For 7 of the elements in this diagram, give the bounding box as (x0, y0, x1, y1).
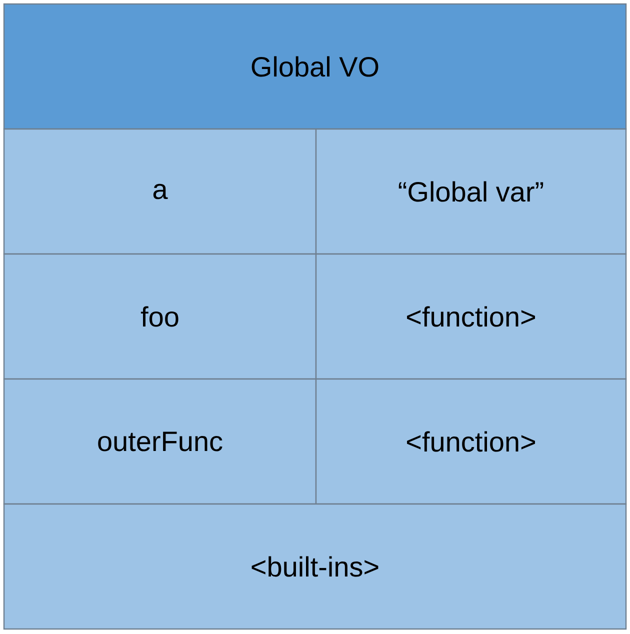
header-cell: Global VO (3, 3, 627, 130)
table-cell: outerFunc (3, 378, 317, 505)
table-cell: “Global var” (315, 128, 627, 255)
table-cell: a (3, 128, 317, 255)
table-cell: foo (3, 253, 317, 380)
table-cell: <function> (315, 253, 627, 380)
table-cell: <function> (315, 378, 627, 505)
